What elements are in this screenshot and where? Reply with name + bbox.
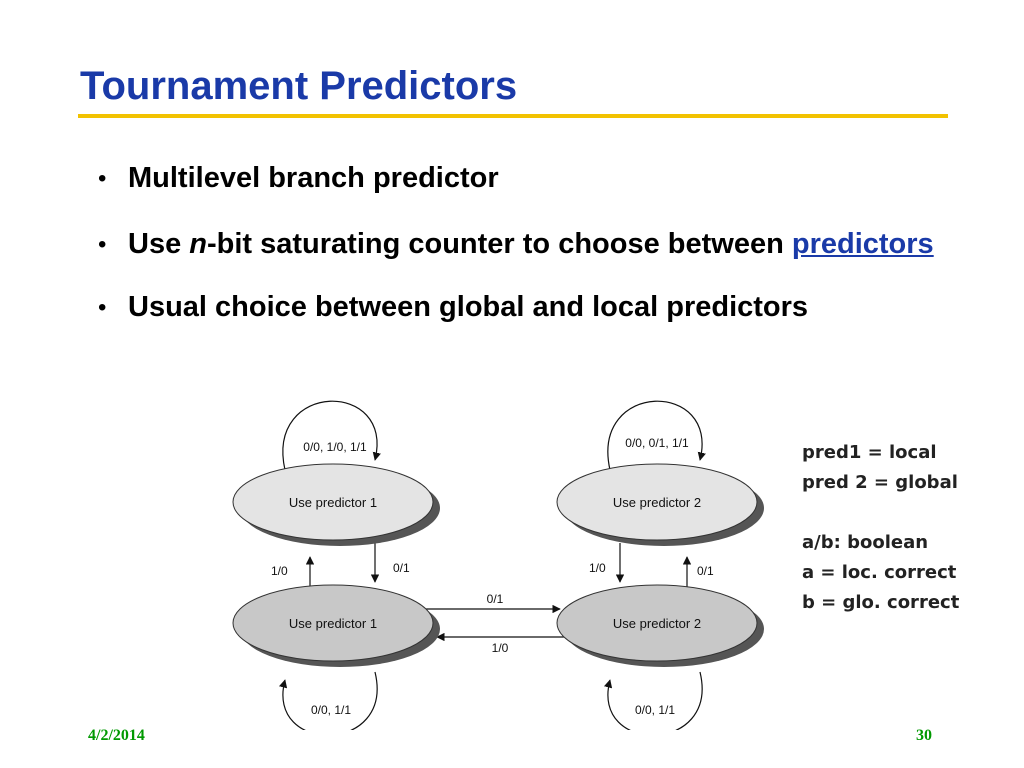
state-top-right: Use predictor 2: [556, 463, 764, 546]
page-number: 30: [916, 727, 932, 744]
state-bottom-right: Use predictor 2: [556, 584, 764, 667]
slide-title: Tournament Predictors: [80, 64, 518, 108]
bullet-italic-n: n: [189, 228, 207, 260]
bullet-list: • Multilevel branch predictor • Use n-bi…: [98, 162, 978, 357]
transition-label: 0/0, 1/1: [635, 703, 675, 717]
diagram-legend: pred1 = local pred 2 = global a/b: boole…: [802, 438, 959, 618]
legend-line: a = loc. correct: [802, 562, 957, 583]
legend-line: a/b: boolean: [802, 532, 929, 553]
legend-spacer: [802, 498, 959, 528]
footer-date: 4/2/2014: [88, 727, 145, 744]
legend-line: pred 2 = global: [802, 472, 958, 493]
bullet-text: Usual choice between global and local pr…: [128, 291, 809, 323]
state-label: Use predictor 1: [289, 616, 377, 631]
transition-label: 0/0, 0/1, 1/1: [625, 436, 689, 450]
transition-label: 1/0: [271, 564, 288, 578]
transition-label: 0/1: [393, 561, 410, 575]
state-top-left: Use predictor 1: [232, 463, 440, 546]
legend-line: pred1 = local: [802, 442, 937, 463]
state-label: Use predictor 1: [289, 495, 377, 510]
bullet-text-pre: Use: [128, 228, 190, 260]
transition-label: 0/0, 1/0, 1/1: [303, 440, 367, 454]
self-loop-bottom-right: [604, 671, 703, 730]
state-diagram: Use predictor 1 Use predictor 2 Use pred…: [232, 400, 764, 730]
bullet-item: • Use n-bit saturating counter to choose…: [98, 228, 978, 261]
bullet-dot: •: [98, 294, 107, 321]
transition-label: 0/1: [697, 564, 714, 578]
state-label: Use predictor 2: [613, 616, 701, 631]
legend-line: b = glo. correct: [802, 592, 960, 613]
self-loop-top-right: [607, 400, 706, 471]
bullet-item: • Usual choice between global and local …: [98, 291, 978, 324]
bullet-item: • Multilevel branch predictor: [98, 162, 978, 195]
bullet-text: Multilevel branch predictor: [128, 162, 499, 194]
state-label: Use predictor 2: [613, 495, 701, 510]
self-loop-bottom-left: [279, 671, 378, 730]
self-loop-top-left: [282, 400, 381, 471]
bullet-text-post: -bit saturating counter to choose betwee…: [206, 228, 792, 260]
transition-label: 1/0: [492, 641, 509, 655]
bullet-dot: •: [98, 165, 107, 192]
bullet-dot: •: [98, 231, 107, 258]
title-underline: [78, 114, 948, 118]
predictors-link[interactable]: predictors: [791, 228, 934, 260]
state-bottom-left: Use predictor 1: [232, 584, 440, 667]
transition-label: 0/0, 1/1: [311, 703, 351, 717]
transition-label: 1/0: [589, 561, 606, 575]
transition-label: 0/1: [487, 592, 504, 606]
